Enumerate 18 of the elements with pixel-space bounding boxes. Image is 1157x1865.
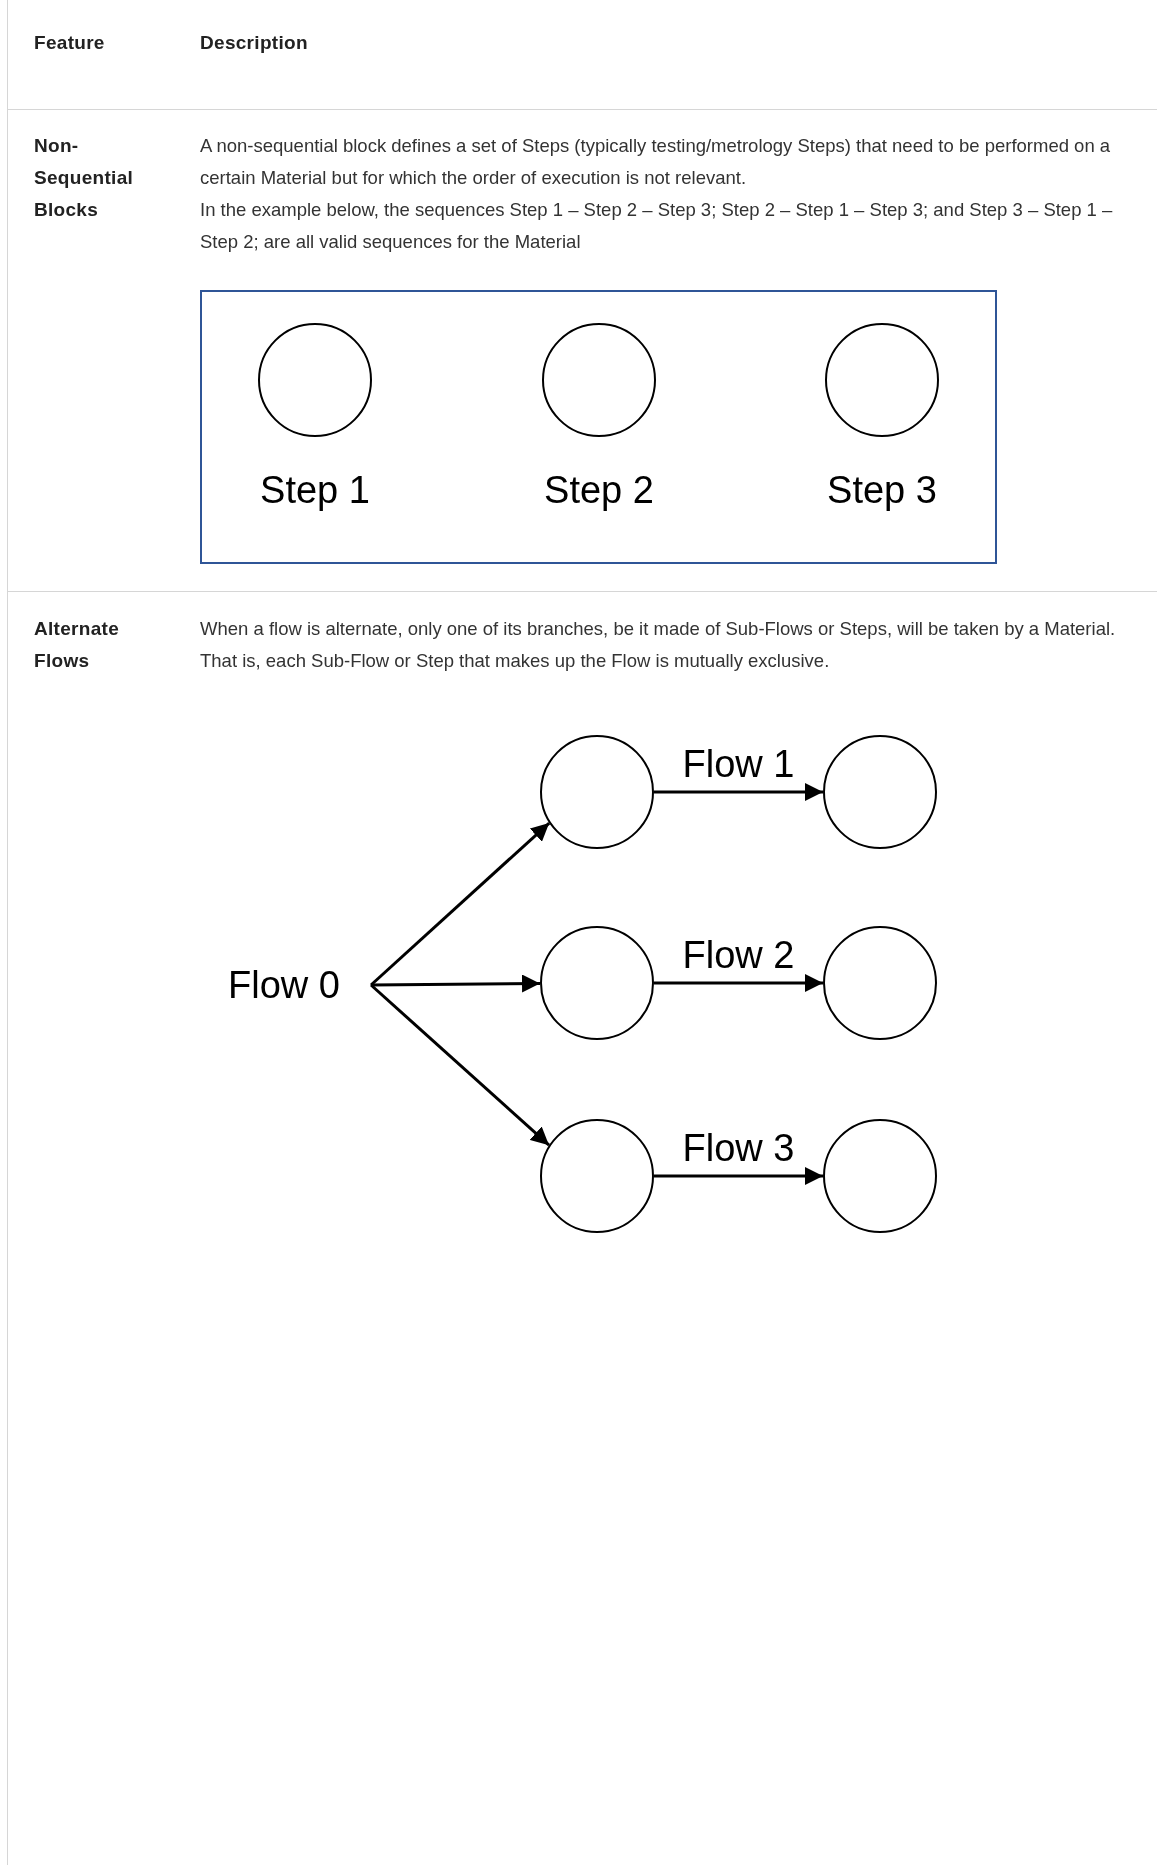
block-frame	[200, 290, 997, 564]
arrow	[654, 783, 823, 801]
description-text: When a flow is alternate, only one of its branches, be it made of Sub-Flows or Steps, will be taken by a Material. That is, each Sub-Flow or Step that makes up the Flow is mutually exclusive.	[200, 617, 1117, 673]
description-text: A non-sequential block defines a set of Steps (typically testing/metrology Steps) that need to be performed on a certain Material but for which the order of execution is not relevant.	[200, 134, 1112, 190]
step-label: Step 2	[544, 468, 654, 513]
flow-label: Flow 0	[228, 962, 371, 1008]
column-header: Feature	[34, 31, 105, 55]
step-label: Step 1	[260, 468, 370, 513]
arrow	[370, 821, 551, 987]
arrow	[654, 1167, 823, 1185]
arrow	[370, 983, 551, 1147]
step-label: Step 3	[827, 468, 937, 513]
arrow	[371, 974, 540, 993]
column-header: Alternate Flows	[34, 617, 121, 673]
description-text: In the example below, the sequences Step 1 – Step 2 – Step 3; Step 2 – Step 1 – Step 3; and Step 3 – Step 1 – Step 2; are all valid sequences for the Material	[200, 198, 1114, 254]
arrow	[654, 974, 823, 992]
column-header: Description	[200, 31, 308, 55]
column-header: Non-Sequential Blocks	[34, 134, 135, 222]
